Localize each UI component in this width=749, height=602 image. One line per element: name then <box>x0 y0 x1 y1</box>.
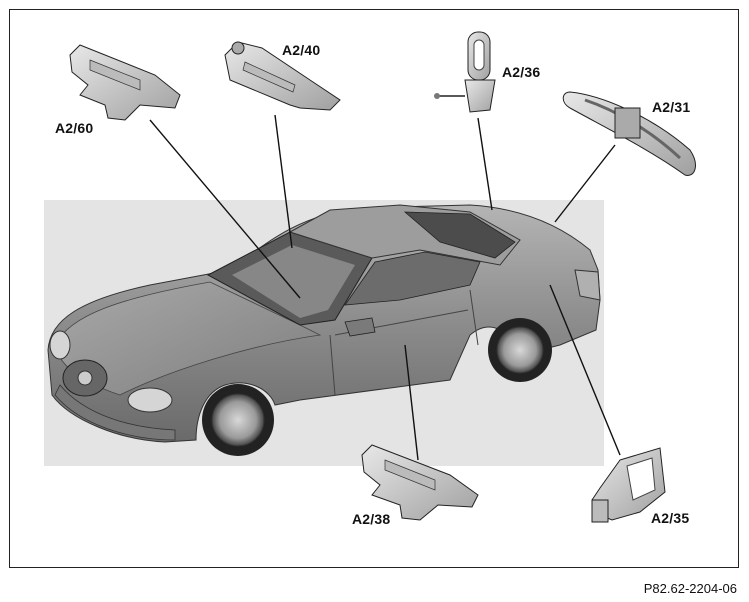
car-emblem <box>77 370 93 386</box>
component-a2-40 <box>224 41 341 111</box>
figure-reference: P82.62-2204-06 <box>643 581 737 596</box>
car-headlight-left <box>49 330 71 360</box>
car-illustration <box>47 204 601 456</box>
label-a2-31: A2/31 <box>652 99 691 115</box>
car-rear-rim <box>496 326 544 374</box>
car-mirror <box>344 317 376 337</box>
leader-line-a2-60 <box>149 119 301 299</box>
car-front-rim <box>211 393 265 447</box>
leader-line-a2-38 <box>404 344 419 461</box>
car-front-bumper <box>54 384 176 441</box>
component-a2-38 <box>361 444 479 521</box>
car-interior <box>232 245 355 318</box>
leader-line-a2-40 <box>274 114 293 249</box>
label-a2-35: A2/35 <box>651 510 690 526</box>
car-side-window <box>344 251 481 306</box>
car-taillight <box>574 269 601 301</box>
label-a2-40: A2/40 <box>282 42 321 58</box>
component-a2-60 <box>69 44 181 121</box>
car-headlight-right <box>127 387 173 413</box>
leader-line-a2-35 <box>549 284 621 456</box>
component-a2-35 <box>591 447 666 523</box>
label-a2-38: A2/38 <box>352 511 391 527</box>
leader-lines <box>149 114 621 461</box>
component-a2-31 <box>562 91 696 176</box>
component-a2-36 <box>434 31 496 113</box>
leader-line-a2-31 <box>554 144 616 223</box>
label-a2-60: A2/60 <box>55 120 94 136</box>
label-a2-36: A2/36 <box>502 64 541 80</box>
car-rear-window <box>403 211 516 259</box>
leader-line-a2-36 <box>477 117 493 211</box>
